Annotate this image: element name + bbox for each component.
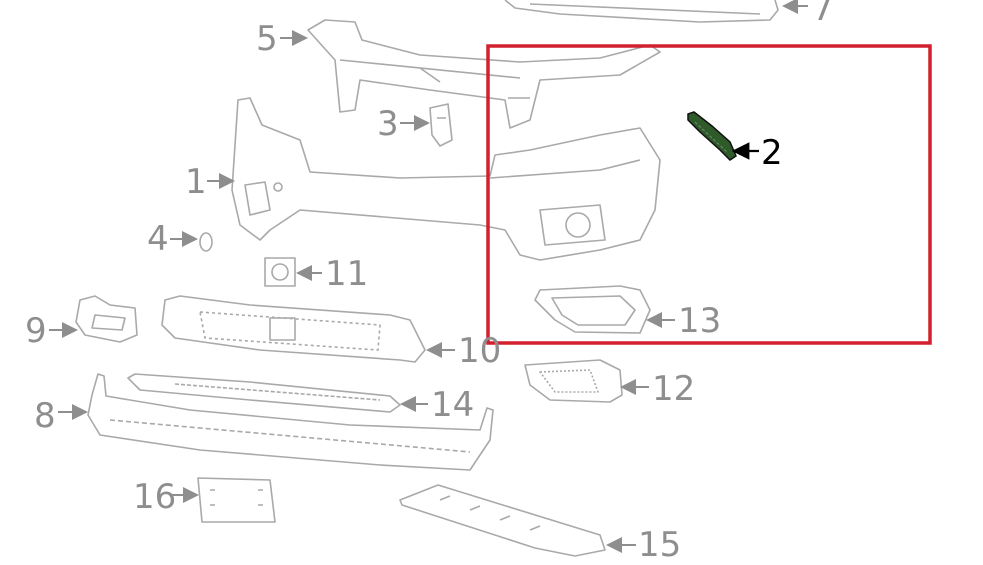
- svg-text:3: 3: [377, 104, 399, 144]
- part-9-bracket[interactable]: [75, 295, 138, 343]
- part-10-lower-grille[interactable]: [161, 295, 426, 363]
- callout-3: 3: [377, 104, 430, 144]
- part-5-upper-support[interactable]: [307, 19, 661, 129]
- part-3-bracket[interactable]: [429, 103, 453, 147]
- callout-2: 2: [731, 133, 783, 173]
- callout-9: 9: [25, 311, 78, 351]
- callout-7: 7: [782, 0, 834, 29]
- svg-text:1: 1: [185, 162, 207, 202]
- svg-text:5: 5: [256, 19, 278, 59]
- part-8-lower-valance[interactable]: [87, 373, 494, 471]
- svg-text:15: 15: [638, 525, 681, 565]
- part-4-plug[interactable]: [199, 232, 213, 252]
- part-11-sensor-bezel[interactable]: [264, 257, 296, 287]
- svg-text:11: 11: [325, 254, 368, 294]
- highlight-box: [486, 44, 932, 345]
- svg-text:12: 12: [652, 369, 695, 409]
- callout-4: 4: [147, 219, 198, 259]
- part-12-fog-grille[interactable]: [524, 359, 623, 403]
- svg-text:8: 8: [34, 396, 56, 436]
- callout-10: 10: [426, 331, 501, 371]
- svg-text:10: 10: [458, 331, 501, 371]
- svg-text:13: 13: [678, 301, 721, 341]
- callout-16: 16: [133, 477, 199, 517]
- svg-text:9: 9: [25, 311, 47, 351]
- svg-text:4: 4: [147, 219, 169, 259]
- part-1-bumper-fascia[interactable]: [231, 97, 661, 261]
- part-13-fog-bezel[interactable]: [534, 285, 651, 334]
- callout-11: 11: [296, 254, 368, 294]
- callout-13: 13: [646, 301, 721, 341]
- svg-text:2: 2: [761, 133, 783, 173]
- callout-1: 1: [185, 162, 235, 202]
- svg-text:16: 16: [133, 477, 176, 517]
- callout-12: 12: [620, 369, 695, 409]
- callout-14: 14: [400, 385, 474, 425]
- part-7-carrier[interactable]: [504, 0, 779, 23]
- svg-text:7: 7: [812, 0, 834, 29]
- callout-5: 5: [256, 19, 308, 59]
- callout-8: 8: [34, 396, 88, 436]
- part-16-license-bracket[interactable]: [197, 477, 276, 523]
- part-2-trim-strip[interactable]: [687, 111, 737, 161]
- svg-text:14: 14: [431, 385, 474, 425]
- part-15-splash-shield[interactable]: [399, 484, 606, 557]
- callout-15: 15: [606, 525, 681, 565]
